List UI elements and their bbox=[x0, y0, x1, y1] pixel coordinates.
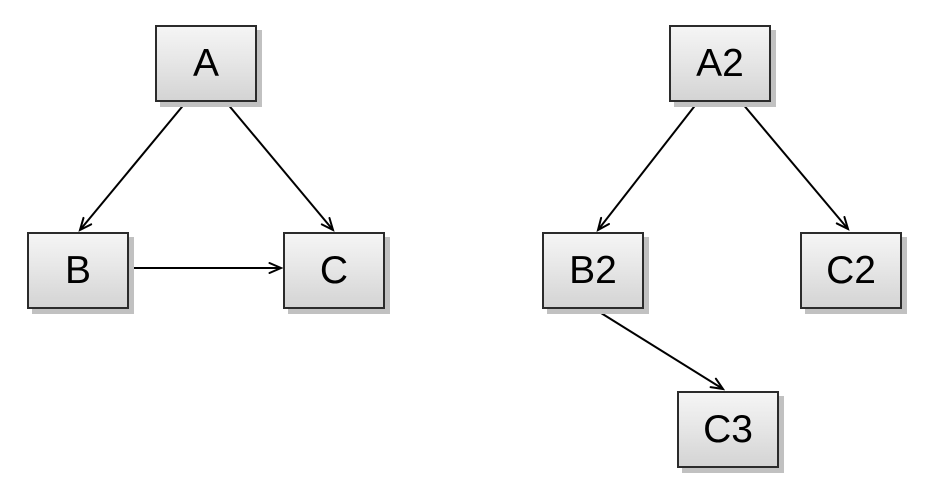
node-B[interactable]: B bbox=[27, 232, 129, 309]
edge-B2-C3[interactable] bbox=[592, 307, 726, 391]
node-B-label: B bbox=[64, 249, 91, 292]
node-A2-label: A2 bbox=[696, 42, 744, 85]
edge-A-C[interactable] bbox=[225, 101, 335, 232]
edge-A2-B2[interactable] bbox=[596, 102, 698, 232]
node-C[interactable]: C bbox=[283, 232, 385, 309]
node-A2[interactable]: A2 bbox=[669, 25, 771, 102]
node-B2-label: B2 bbox=[569, 249, 617, 292]
edge-A-B[interactable] bbox=[78, 101, 187, 232]
node-C-label: C bbox=[319, 249, 349, 292]
node-A-label: A bbox=[192, 42, 219, 85]
node-B2[interactable]: B2 bbox=[542, 232, 644, 309]
edge-A2-C2[interactable] bbox=[741, 102, 850, 231]
node-C3-label: C3 bbox=[703, 408, 753, 451]
node-C2-label: C2 bbox=[826, 249, 876, 292]
node-C3[interactable]: C3 bbox=[677, 391, 779, 468]
node-A[interactable]: A bbox=[155, 25, 257, 102]
node-C2[interactable]: C2 bbox=[800, 232, 902, 309]
